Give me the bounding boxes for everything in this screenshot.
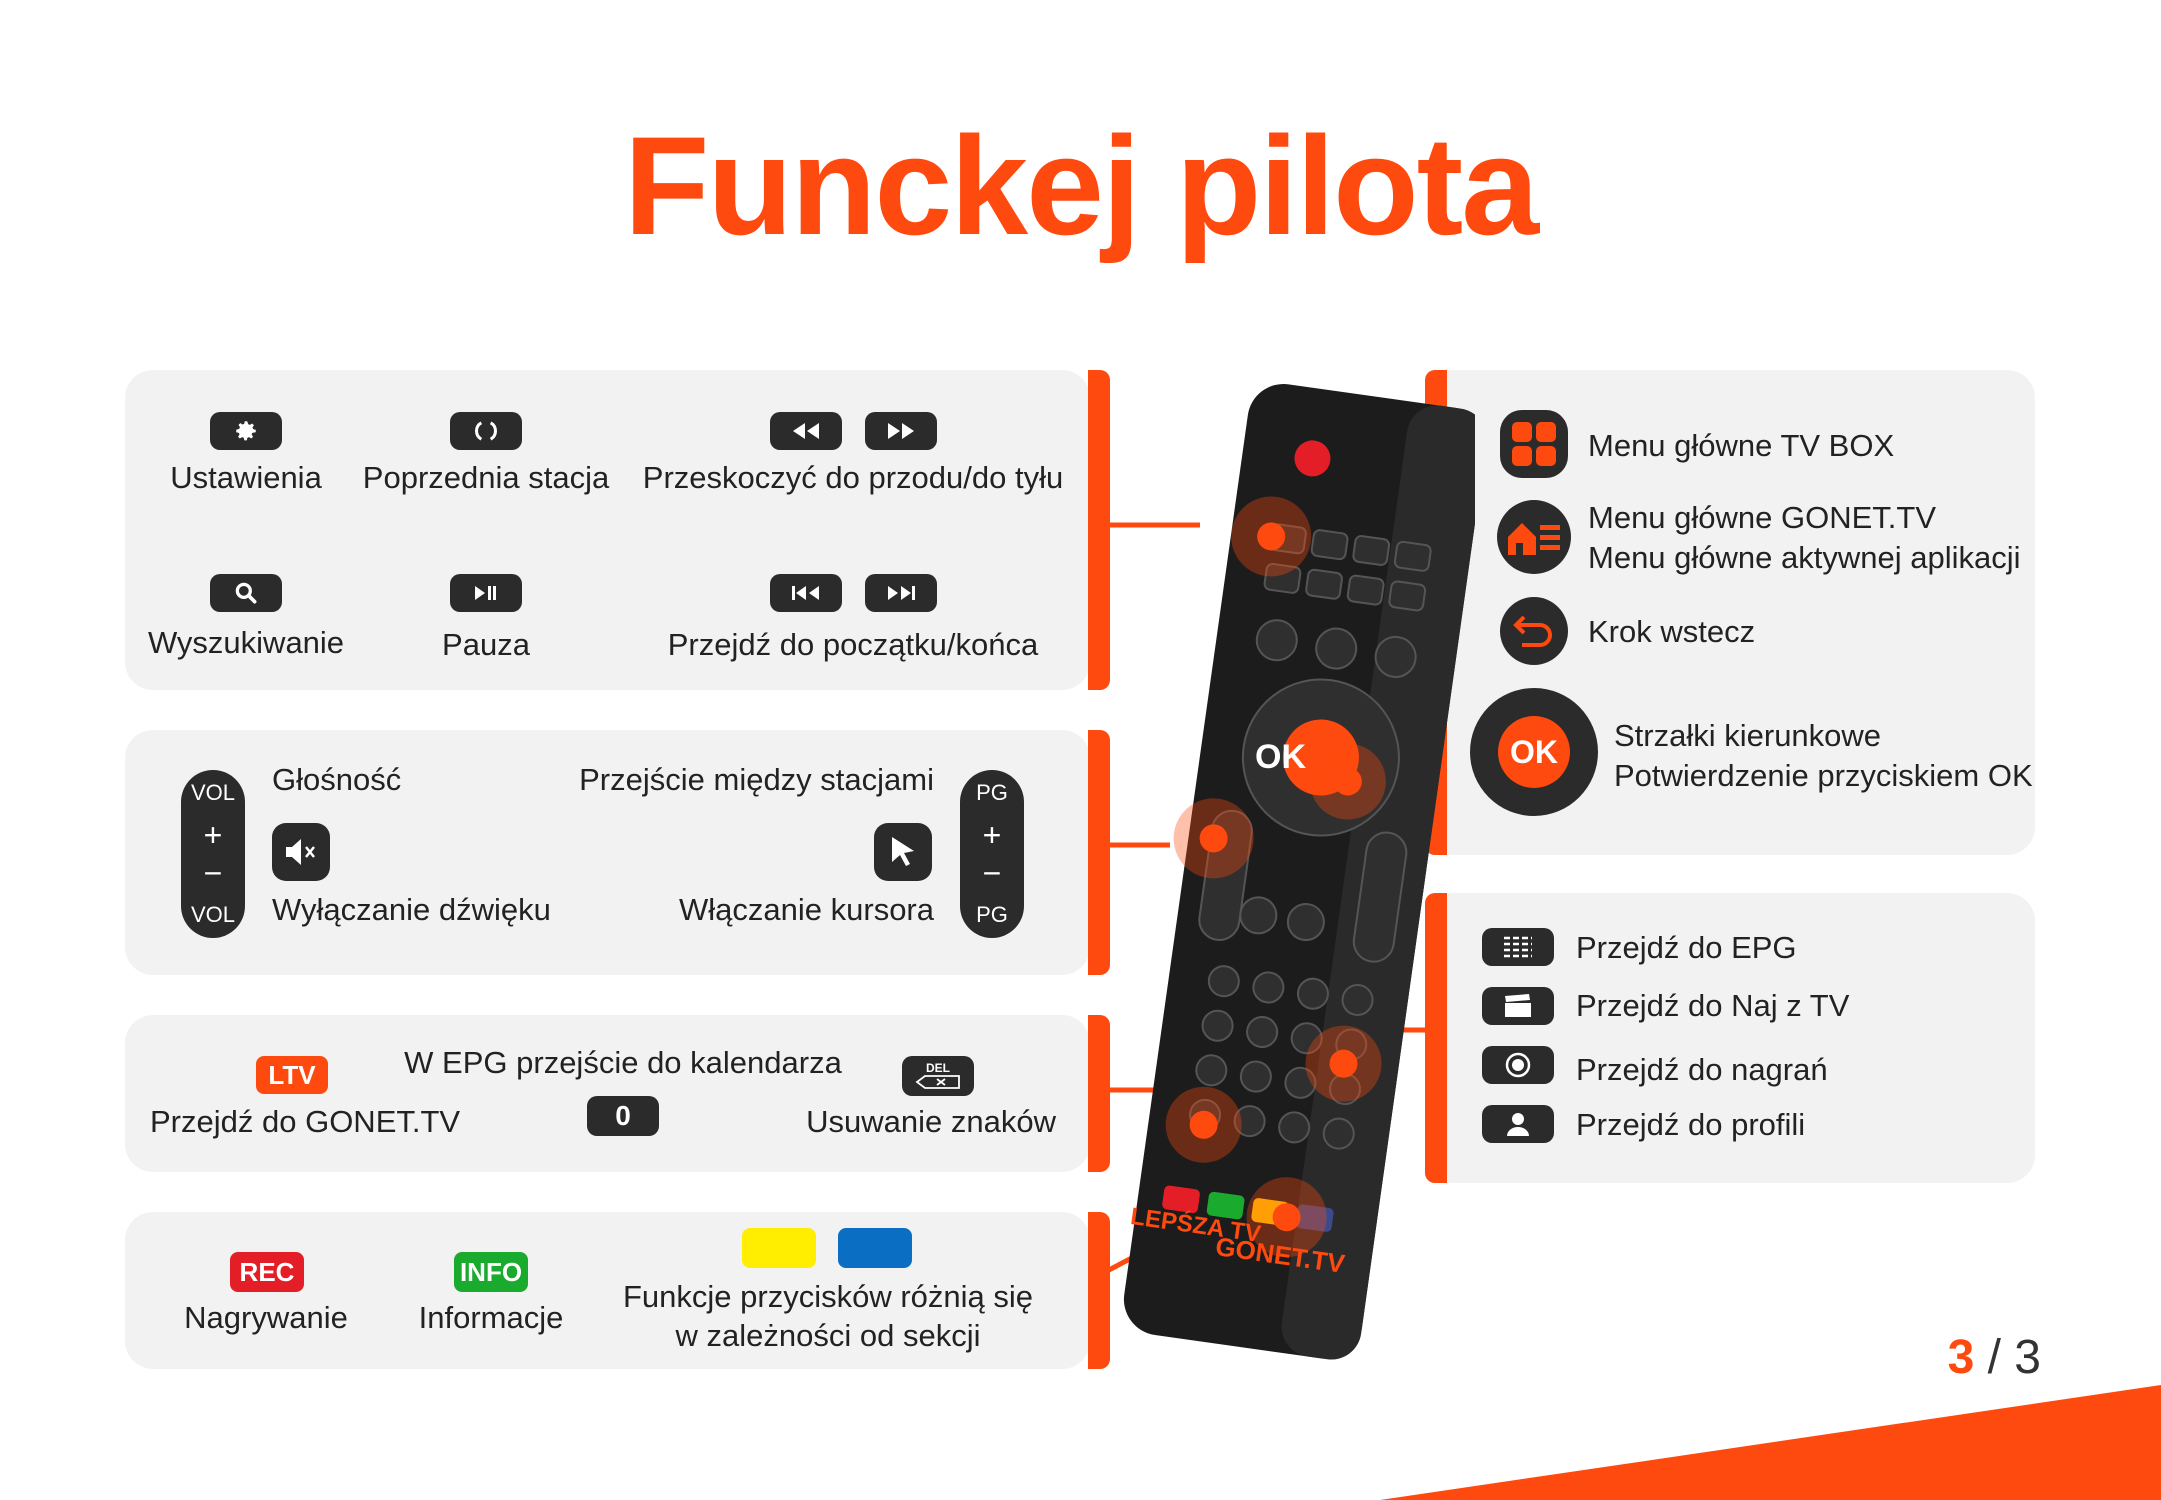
vol-up-label: VOL [190,780,236,805]
back-label: Krok wstecz [1588,614,1756,649]
rec-badge: REC [230,1252,304,1292]
back-icon [1500,597,1568,665]
delete-label: Usuwanie znaków [806,1104,1056,1139]
pause-label: Pauza [442,627,530,662]
volume-label: Głośność [272,762,402,797]
remote-control-illustration [1123,384,1475,1360]
color-keys-label-line2: w zależności od sekcji [675,1318,981,1353]
skip-next-key-icon [865,574,937,612]
profile-icon [1482,1105,1554,1143]
fast-forward-key-icon [865,412,937,450]
recordings-label: Przejdź do nagrań [1576,1052,1828,1087]
info-badge: INFO [454,1252,528,1292]
minus-icon: − [203,855,223,892]
play-pause-key-icon [450,574,522,612]
yellow-key [742,1228,816,1268]
record-icon [1482,1046,1554,1084]
page-separator: / [1987,1331,2001,1384]
search-label: Wyszukiwanie [147,625,345,660]
vol-down-label: VOL [190,901,236,927]
tvbox-menu-icon [1500,410,1568,478]
naj-label: Przejdź do Naj z TV [1576,988,1850,1023]
pg-down-label: PG [976,901,1008,927]
gonet-menu-label: Menu główne GONET.TV [1588,500,1937,535]
settings-key-icon [210,412,282,450]
page-total: 3 [2014,1331,2041,1384]
remote-ok-label: OK [1255,738,1306,776]
panel-accent [1425,893,1447,1183]
mute-label: Wyłączanie dźwięku [272,892,551,927]
arrows-label: Strzałki kierunkowe [1614,718,1882,753]
goto-label: Przejdź do początku/końca [667,627,1039,662]
epg-icon [1482,928,1554,966]
info-label: Informacje [418,1300,564,1335]
skip-label: Przeskoczyć do przodu/do tyłu [642,460,1064,495]
cursor-key-icon [874,823,932,881]
page-indicator: 3 / 3 [1948,1330,2041,1385]
page-current: 3 [1947,1331,1975,1384]
ltv-label: Przejdź do GONET.TV [150,1104,461,1139]
prev-station-key-icon [450,412,522,450]
corner-accent-shape [1380,1385,2161,1500]
ok-button-icon: OK [1498,716,1570,788]
delete-key-icon: DEL [902,1056,974,1096]
channel-rocker: PG + − PG [960,770,1024,938]
rewind-key-icon [770,412,842,450]
color-keys-label-line1: Funkcje przycisków różnią się [622,1279,1034,1314]
pg-up-label: PG [976,780,1008,805]
settings-label: Ustawienia [170,460,322,495]
cursor-label: Włączanie kursora [679,892,934,927]
epg-calendar-label: W EPG przejście do kalendarza [404,1045,842,1080]
channel-switch-label: Przejście między stacjami [579,762,934,797]
epg-label: Przejdź do EPG [1576,930,1797,965]
blue-key [838,1228,912,1268]
mute-key-icon [272,823,330,881]
app-menu-label: Menu główne aktywnej aplikacji [1588,540,2021,575]
clapperboard-icon [1482,987,1554,1025]
volume-rocker: VOL + − VOL [181,770,245,938]
gonet-menu-icon [1497,500,1571,574]
rec-label: Nagrywanie [184,1300,348,1335]
ok-confirm-label: Potwierdzenie przyciskiem OK [1614,758,2033,793]
skip-previous-key-icon [770,574,842,612]
dpad-icon: OK [1470,688,1598,816]
plus-icon: + [203,816,223,853]
panel-accent [1088,730,1110,975]
panel-accent [1088,370,1110,690]
prev-station-label: Poprzednia stacja [362,460,610,495]
profiles-label: Przejdź do profili [1576,1107,1806,1142]
panel-accent [1088,1212,1110,1369]
search-key-icon [210,574,282,612]
minus-icon: − [982,855,1002,892]
page-title: Funckej pilota [623,107,1539,264]
zero-key: 0 [587,1096,659,1136]
plus-icon: + [982,816,1002,853]
ltv-badge: LTV [256,1056,328,1094]
tvbox-menu-label: Menu główne TV BOX [1588,428,1895,463]
del-key-label: DEL [926,1061,950,1075]
panel-accent [1088,1015,1110,1172]
